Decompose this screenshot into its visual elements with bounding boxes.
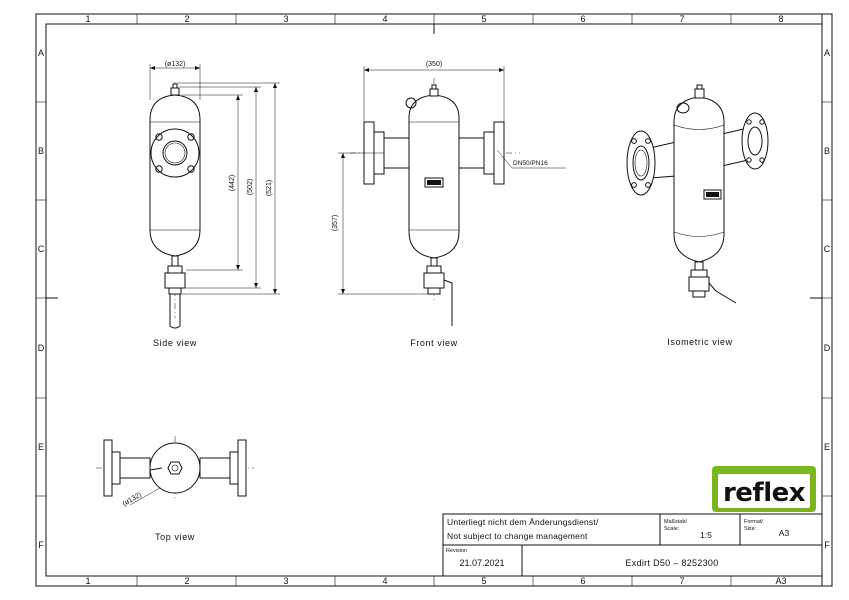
notice-english: Not subject to change management [447,531,588,541]
logo-text: reflex [723,478,806,508]
col-label: 2 [184,14,189,24]
side-view-drawing: (ø132) (442) (502) (521) [149,61,280,329]
side-view-label: Side view [153,338,197,348]
front-view-drawing: (350) (357) DN50/PN16 [332,61,566,326]
col-label: 1 [85,14,90,24]
grid-row-labels: A B C D E F A B C D E F [38,48,831,550]
format-label-en: Size: [744,526,757,532]
row-label: A [824,48,830,58]
dim-front-width: (350) [426,61,442,68]
row-label: B [824,146,830,156]
row-label: D [38,343,45,353]
front-view-label: Front view [410,338,458,348]
col-label: 5 [481,14,486,24]
col-label: 3 [283,576,288,586]
col-label: 5 [481,576,486,586]
dim-side-h2: (502) [247,179,254,195]
col-label: 4 [382,576,387,586]
dim-connection: DN50/PN16 [513,160,548,167]
row-label: C [824,244,831,254]
drawing-title: Exdirt D50 – 8252300 [625,558,718,568]
revision-date: 21.07.2021 [459,558,504,568]
row-label: E [38,442,44,452]
col-label: 2 [184,576,189,586]
col-label: 1 [85,576,90,586]
corner-format-label: A3 [775,576,786,586]
row-label: B [38,146,44,156]
dim-side-width: (ø132) [165,61,186,68]
dim-side-h3: (521) [266,180,273,196]
scale-value: 1:5 [700,530,712,540]
notice-german: Unterliegt nicht dem Änderungsdienst/ [447,517,599,527]
title-block: Unterliegt nicht dem Änderungsdienst/ No… [442,513,823,586]
format-value: A3 [779,528,790,538]
top-view-label: Top view [155,532,195,542]
col-label: 6 [580,576,585,586]
row-label: A [38,48,44,58]
dim-side-h1: (442) [229,175,236,191]
dim-front-height: (357) [332,215,339,231]
isometric-view-drawing [626,84,769,304]
row-label: F [824,540,830,550]
row-label: C [38,244,45,254]
isometric-view-label: Isometric view [667,337,732,347]
col-label: 7 [679,576,684,586]
col-label: 7 [679,14,684,24]
col-label: 8 [778,14,783,24]
reflex-logo: reflex [712,466,816,512]
drawing-frame [35,13,833,587]
col-label: 4 [382,14,387,24]
scale-label-de: Maßstab/ [664,519,687,525]
row-label: D [824,343,831,353]
col-label: 6 [580,14,585,24]
format-label-de: Format/ [744,519,763,525]
grid-column-labels: 1 2 3 4 5 6 7 8 1 2 3 4 5 6 7 [85,14,783,586]
row-label: E [824,442,830,452]
col-label: 3 [283,14,288,24]
scale-label-en: Scale: [664,526,680,532]
row-label: F [38,540,44,550]
top-view-drawing: (ø132) [96,436,254,508]
revision-label: Revision [446,548,467,554]
